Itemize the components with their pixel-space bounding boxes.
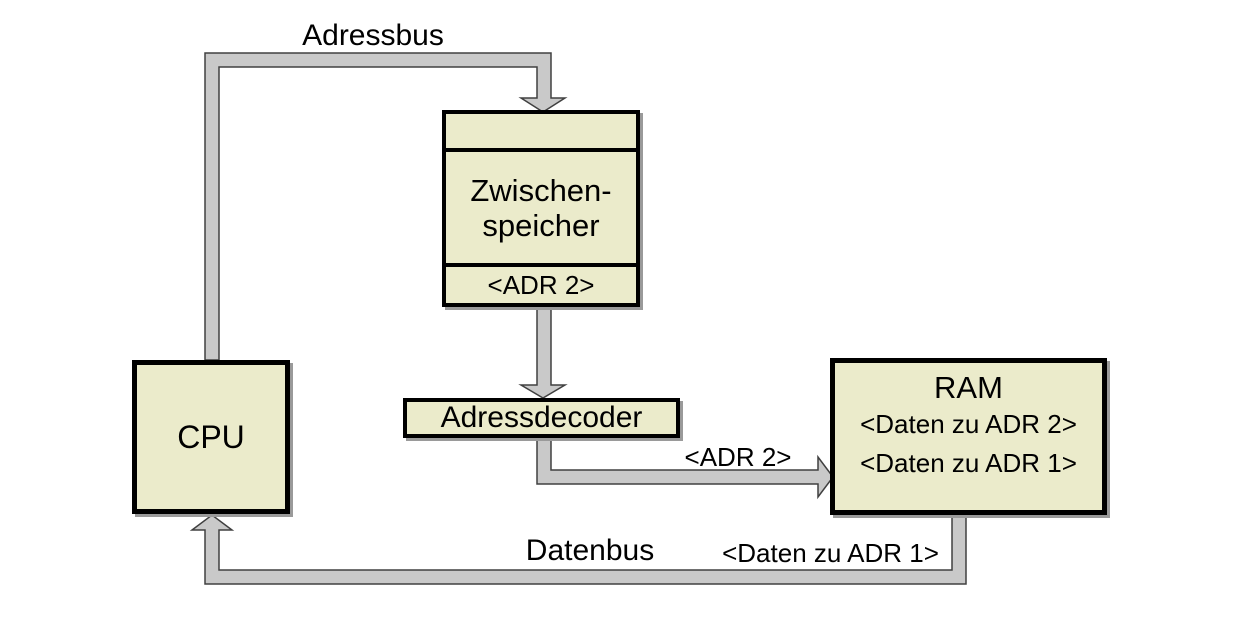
decoder-to-ram-bus-label: <ADR 2> xyxy=(684,442,792,472)
cpu-label: CPU xyxy=(177,419,245,455)
ram-cell-adr2: <Daten zu ADR 2> xyxy=(860,409,1077,439)
buffer-label: Zwischen- speicher xyxy=(446,152,636,267)
decoder-node: Adressdecoder xyxy=(403,398,680,438)
buffer-node: Zwischen- speicher <ADR 2> xyxy=(442,110,640,307)
ram-title: RAM xyxy=(934,370,1003,405)
decoder-to-ram-bus-shape xyxy=(536,437,834,500)
ram-cell-adr1: <Daten zu ADR 1> xyxy=(860,448,1077,478)
cpu-node: CPU xyxy=(132,360,290,514)
data-bus-payload-label: <Daten zu ADR 1> xyxy=(722,538,939,568)
buffer-register-value: <ADR 2> xyxy=(487,269,595,300)
ram-node: RAM <Daten zu ADR 2> <Daten zu ADR 1> xyxy=(830,358,1107,515)
buffer-label-line2: speicher xyxy=(482,207,600,243)
address-bus-shape xyxy=(204,52,568,361)
data-bus-label: Datenbus xyxy=(525,534,655,567)
data-bus-shape xyxy=(189,512,967,585)
buffer-to-decoder-arrow xyxy=(518,306,568,399)
buffer-label-line1: Zwischen- xyxy=(470,172,612,208)
buffer-empty-slot xyxy=(446,114,636,152)
address-bus-label: Adressbus xyxy=(302,19,444,52)
